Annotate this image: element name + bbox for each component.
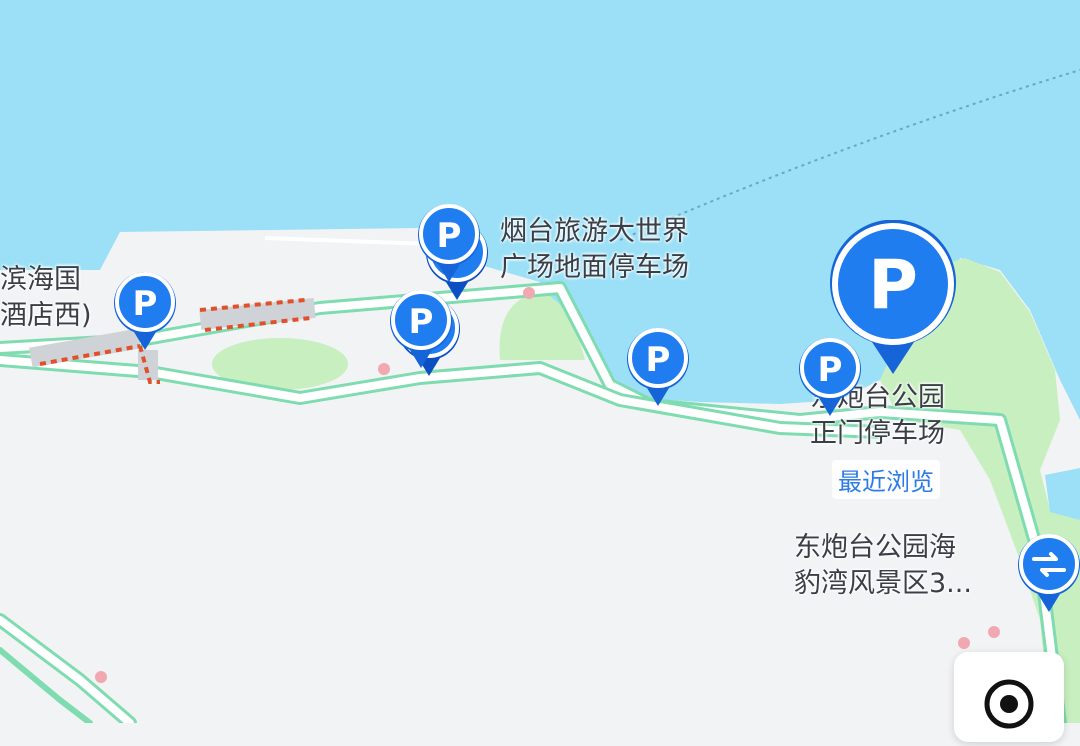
poi-dots [95,287,1000,683]
water-inlet [1045,468,1080,520]
road-block [138,350,158,380]
park-area-west [212,338,348,390]
transit-pin-icon[interactable] [1016,532,1080,614]
ferry-route [619,69,1080,241]
poi-label-line: 正门停车场 [810,418,945,449]
parking-pin-icon[interactable]: P [416,202,482,284]
poi-label-line: 东炮台公园海 [794,532,956,563]
parking-glyph: P [646,340,671,380]
parking-glyph: P [409,302,434,342]
pier [264,236,431,246]
park-area-plaza [499,292,585,360]
parking-pin-icon[interactable]: P [112,270,178,352]
parking-glyph: P [437,216,462,256]
selected-parking-pin-icon[interactable]: P [826,220,960,376]
locate-icon [984,679,1034,729]
locate-button[interactable] [954,652,1064,742]
poi-label-fort-park-seal-bay[interactable]: 东炮台公园海 豹湾风景区3... [794,530,972,602]
road-block [29,328,141,368]
parking-pin-icon[interactable]: P [797,336,863,418]
poi-label-left[interactable]: 滨海国 酒店西) [0,262,92,334]
parking-glyph: P [818,350,843,390]
park-area-east [880,258,1080,723]
parking-pin-icon[interactable]: P [625,326,691,408]
parking-glyph: P [133,284,158,324]
poi-label-line: 滨海国 [0,264,81,295]
recent-badge: 最近浏览 [832,460,940,499]
poi-label-tourism-plaza-parking[interactable]: 烟台旅游大世界 广场地面停车场 [500,214,689,286]
restricted-road [39,298,311,384]
poi-label-line: 酒店西) [0,300,92,331]
parking-glyph: P [868,246,918,325]
road-block [199,297,316,330]
poi-label-line: 豹湾风景区3... [794,568,972,599]
poi-label-line: 广场地面停车场 [500,252,689,283]
parking-pin-icon[interactable]: P [388,288,454,370]
poi-label-line: 烟台旅游大世界 [500,216,689,247]
